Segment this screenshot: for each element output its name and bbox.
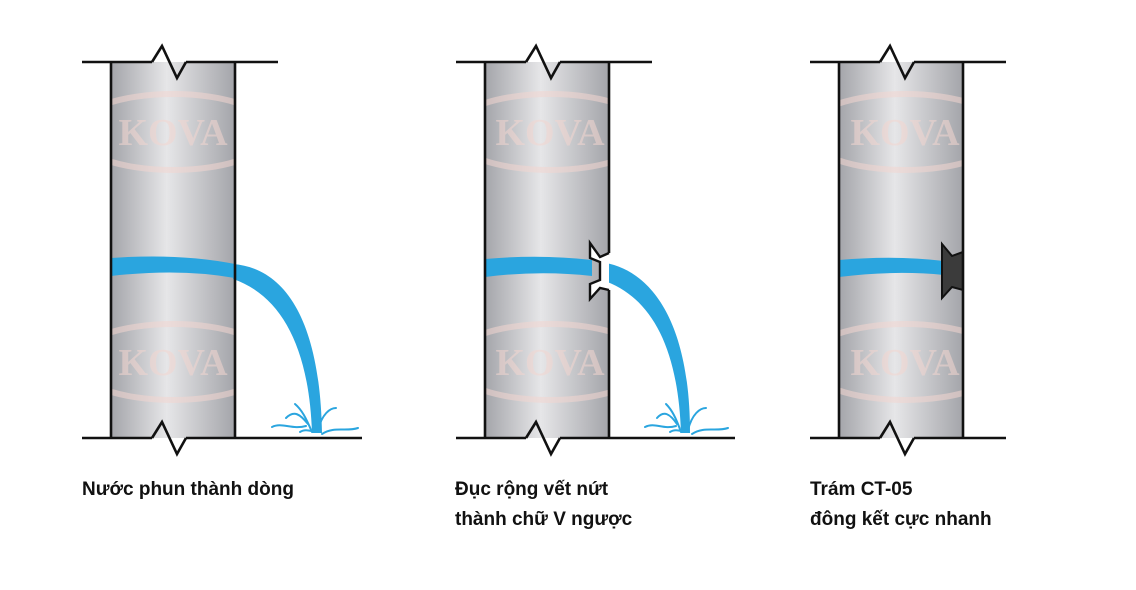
water-jet-stream [233, 264, 322, 433]
water-crack-band [839, 257, 944, 277]
svg-text:KOVA: KOVA [118, 112, 228, 154]
wall-outline [810, 43, 1006, 457]
svg-text:KOVA: KOVA [495, 342, 605, 384]
panel-1-water-leak: KOVA KOVA [82, 43, 362, 457]
panel-2-v-groove: KOVA KOVA [456, 43, 735, 457]
water-crack-band [111, 256, 235, 278]
caption-line: thành chữ V ngược [455, 509, 633, 530]
svg-text:KOVA: KOVA [850, 342, 960, 384]
wall-body [485, 62, 609, 438]
water-crack-band [485, 256, 592, 277]
caption-line: Đục rộng vết nứt [455, 479, 609, 500]
caption-ct05-sealant: Trám CT-05 đông kết cực nhanh [810, 475, 992, 535]
caption-line: Nước phun thành dòng [82, 479, 294, 500]
caption-line: đông kết cực nhanh [810, 509, 992, 530]
caption-v-groove: Đục rộng vết nứt thành chữ V ngược [455, 475, 632, 535]
wall-body [111, 62, 235, 438]
caption-water-jet: Nước phun thành dòng [82, 475, 294, 505]
svg-text:KOVA: KOVA [495, 112, 605, 154]
water-splash [644, 403, 729, 435]
v-groove-notch [588, 239, 610, 303]
watermark-logo: KOVA KOVA [485, 91, 609, 403]
water-jet-stream [600, 262, 690, 433]
caption-line: Trám CT-05 [810, 479, 913, 500]
wall-outline [456, 43, 735, 457]
watermark-logo: KOVA KOVA [111, 91, 235, 403]
watermark-logo: KOVA KOVA [839, 91, 963, 403]
svg-text:KOVA: KOVA [850, 112, 960, 154]
water-splash [271, 403, 359, 435]
panel-3-sealed-crack: KOVA KOVA [810, 43, 1006, 457]
svg-text:KOVA: KOVA [118, 342, 228, 384]
wall-outline [82, 43, 362, 457]
